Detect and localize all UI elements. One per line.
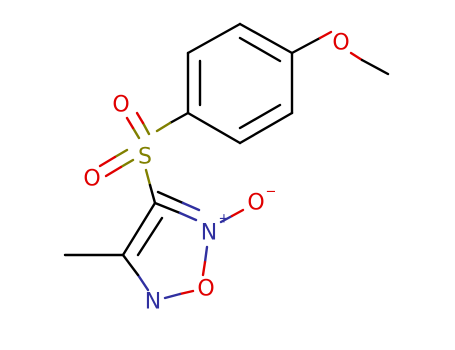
bond-s-o-bottom-b2 [98,155,117,168]
bond-s-o-top-a2 [125,116,135,130]
n-oxide-nitrogen-label: N [201,221,217,246]
bond-c-to-n-oxide-2 [156,190,185,205]
bond-s-o-bottom-b [113,148,129,159]
bond-s-to-furazan-c2 [148,183,157,205]
bond-ring-o-to-n-colored [163,292,182,300]
methoxy-group [290,30,390,76]
ring-bond [186,111,242,145]
bond-c-to-n-oxide-2-colored [181,201,201,212]
bond-s-to-furazan-c [144,168,152,187]
bond-n-to-c-methyl [136,273,150,292]
benzene-ring [186,22,294,145]
minus-charge-label: − [266,185,277,200]
ring-oxygen-label: O [197,277,214,302]
bond-n-to-oxide-o-colored [230,208,245,218]
bond-c-c-ring [121,201,157,257]
ring-bond [238,111,294,145]
bond-ring-to-methoxy-o-colored [318,30,333,40]
ring-double-bond [238,103,282,130]
bond-n-to-c-methyl-b [121,253,140,277]
ring-bond [186,22,242,55]
bond-methoxy-o-to-ch3-colored [349,51,364,62]
bond-s-o-bottom-a2 [104,165,123,178]
bond-methoxy-o-to-ch3 [360,58,390,76]
sulfonyl-oxygen-bottom-label: O [83,167,100,192]
bond-s-o-top-b2 [135,111,145,125]
plus-charge-label: + [219,212,230,227]
bond-s-o-top-a [131,126,141,140]
ring-nitrogen-label: N [145,290,161,315]
ring-double-bond [238,36,282,63]
bond-n-oxide-to-ring-o [203,245,209,264]
bond-n-oxide-to-ring-o-colored [201,260,207,277]
bond-n-to-oxide-o [219,214,234,224]
bond-ring-to-s [168,111,190,125]
bond-ring-o-to-n [178,289,195,296]
bond-s-o-bottom-a [119,158,135,169]
bond-ring-to-s-colored [155,121,172,133]
bond-s-o-top-b [141,121,151,136]
ring-bond [238,22,294,55]
sulfonyl-oxygen-top-label: O [112,93,129,118]
bond-ring-to-methoxy-o [290,36,322,55]
sulfur-label: S [138,145,152,170]
bond-c-to-n-oxide [153,201,182,215]
bond-c-to-n-oxide-colored [178,211,198,222]
sulfonyl-group [98,111,190,205]
n-oxide-oxygen-label: O [247,191,264,216]
furoxan-ring [121,190,245,300]
methoxy-oxygen-label: O [332,31,349,56]
bond-c-c-ring-inner [136,216,164,257]
